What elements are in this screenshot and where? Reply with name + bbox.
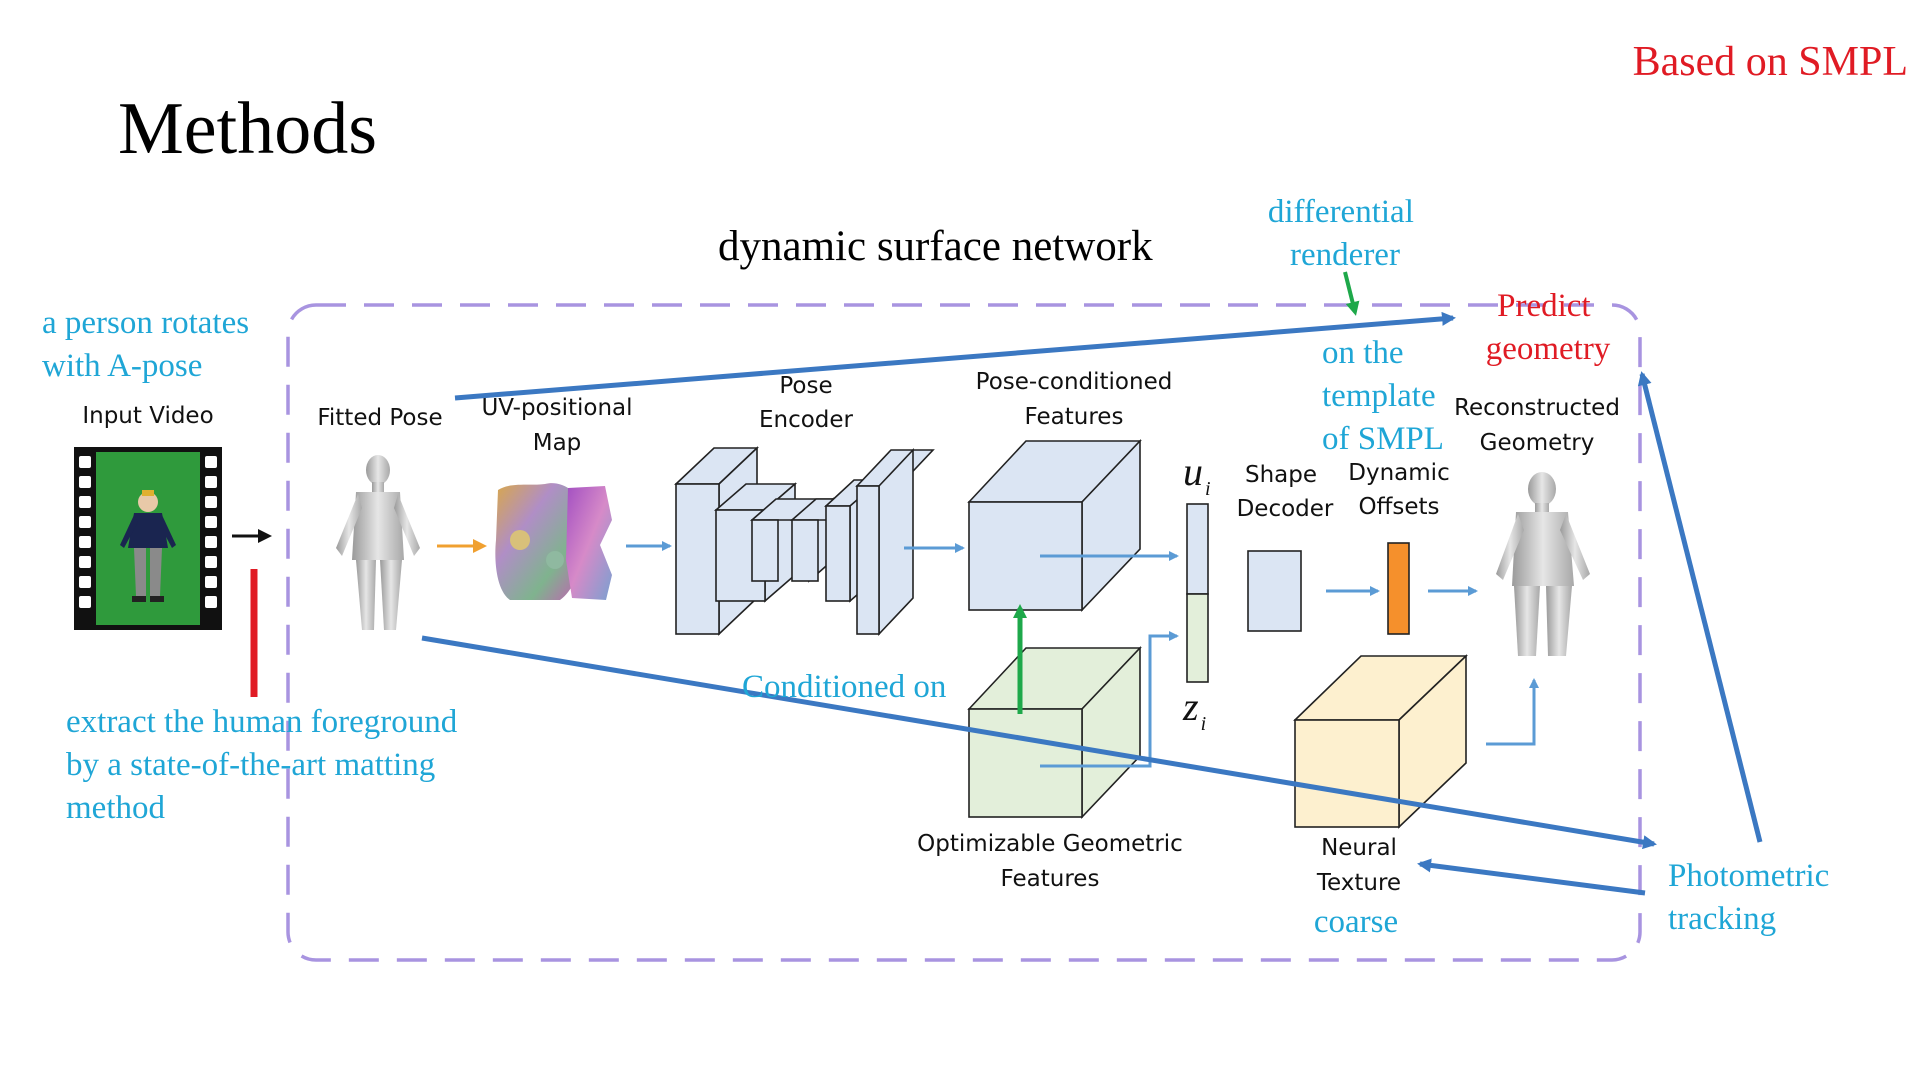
neural-texture-label-line2: Texture [1316, 870, 1401, 896]
corner-note: Based on SMPL [1633, 39, 1908, 85]
pose-to-photometric-arrow [421, 635, 1657, 850]
input-video-thumbnail [74, 447, 222, 630]
slide-title: Methods [118, 88, 377, 170]
optimizable-to-latent-arrow [1040, 631, 1179, 768]
pose-encoder-label-line2: Encoder [759, 407, 854, 433]
annotation-differential-renderer: differential renderer [1268, 194, 1422, 273]
pose-features-label-line2: Features [1025, 404, 1124, 430]
shape-decoder-label-line2: Decoder [1237, 496, 1334, 522]
uv-map-label-line1: UV-positional [481, 395, 632, 421]
uv-map-label-line2: Map [533, 430, 582, 456]
pose-to-predict-arrow [454, 311, 1456, 401]
dynamic-offsets-label-line2: Offsets [1358, 494, 1439, 520]
photometric-to-predict-arrow [1637, 371, 1763, 843]
uv-positional-map [495, 483, 612, 600]
network-border [286, 303, 1642, 962]
reconstructed-label-line1: Reconstructed [1454, 395, 1620, 421]
renderer-indicator-arrow [1343, 271, 1360, 316]
optimizable-label-line2: Features [1001, 866, 1100, 892]
network-label: dynamic surface network [718, 223, 1153, 270]
shape-decoder-box [1247, 550, 1302, 632]
fitted-pose-body [336, 455, 420, 630]
texture-to-geometry-arrow [1486, 678, 1539, 746]
annotation-extract: extract the human foreground by a state-… [66, 704, 466, 826]
shape-decoder-label-line1: Shape [1245, 462, 1317, 488]
pose-encoder-label-line1: Pose [779, 373, 832, 399]
annotation-photometric: Photometric tracking [1668, 858, 1838, 937]
input-video-label: Input Video [82, 403, 213, 429]
optimizable-label-line1: Optimizable Geometric [917, 831, 1183, 857]
dynamic-offsets-bar [1387, 542, 1410, 635]
pose-features-label-line1: Pose-conditioned [976, 369, 1173, 395]
pose-conditioned-features-cube [967, 438, 1142, 613]
annotation-template: on the template of SMPL [1322, 335, 1444, 457]
pose-encoder [673, 446, 935, 637]
reconstructed-geometry-body [1496, 472, 1590, 656]
photometric-to-texture-arrow [1417, 858, 1646, 896]
neural-texture-label-line1: Neural [1321, 835, 1397, 861]
annotation-coarse: coarse [1314, 904, 1398, 940]
dynamic-offsets-label-line1: Dynamic [1348, 460, 1449, 486]
annotation-predict-geometry: Predict geometry [1486, 288, 1611, 367]
fitted-pose-label: Fitted Pose [317, 405, 442, 431]
neural-texture-cube [1293, 654, 1468, 829]
latent-code-bar [1186, 503, 1209, 683]
reconstructed-label-line2: Geometry [1480, 430, 1595, 456]
annotation-conditioned-on: Conditioned on [742, 669, 946, 705]
optimizable-features-cube [967, 645, 1142, 820]
annotation-person-rotates: a person rotates with A-pose [42, 305, 257, 384]
